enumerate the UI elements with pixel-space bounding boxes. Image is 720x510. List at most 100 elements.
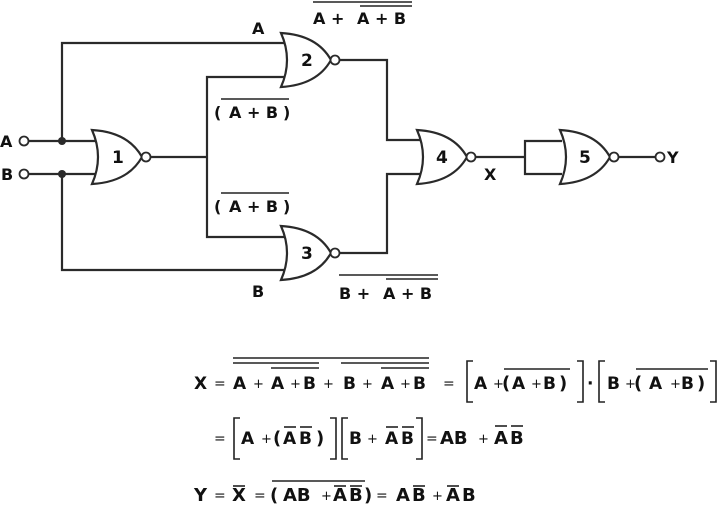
svg-text:B: B [607, 374, 620, 394]
svg-text:(: ( [270, 485, 278, 506]
svg-text:A: A [271, 374, 285, 394]
svg-text:+: + [290, 377, 301, 392]
svg-text:=: = [254, 488, 266, 504]
svg-text:B: B [412, 485, 426, 506]
svg-text:X: X [194, 374, 207, 394]
svg-text:A: A [512, 374, 526, 394]
svg-text:A: A [283, 429, 297, 449]
svg-text:·: · [587, 374, 593, 394]
svg-text:B: B [413, 374, 426, 394]
wire-a-to-gate2 [60, 41, 286, 141]
svg-text:A + B: A + B [229, 197, 278, 216]
nor-gate-3: 3 [279, 224, 341, 282]
svg-text:A: A [649, 374, 663, 394]
gate3-number: 3 [301, 244, 313, 264]
output-terminal-y [654, 151, 666, 163]
nor-gate-1: 1 [90, 128, 152, 186]
svg-text:(: ( [214, 103, 221, 122]
svg-text:A: A [474, 374, 488, 394]
svg-text:B: B [681, 374, 694, 394]
svg-text:+: + [253, 377, 264, 392]
equation-line-1: X = A + A + B + B + A + B = A + ( A + B … [194, 357, 717, 403]
gate2-inversion-bubble [329, 54, 341, 66]
gate4-number: 4 [436, 148, 448, 168]
svg-text:AB: AB [440, 428, 468, 449]
label-nor-ab-upper: ( A + B ) [214, 98, 290, 122]
gate2-input-label-a: A [252, 19, 265, 38]
svg-text:B +: B + [339, 284, 376, 303]
svg-text:=: = [214, 488, 226, 504]
nor-gate-4: 4 [415, 128, 477, 186]
svg-text:A + B: A + B [229, 103, 278, 122]
svg-text:B: B [401, 429, 414, 449]
svg-text:+: + [493, 377, 504, 392]
svg-text:B: B [543, 374, 556, 394]
svg-text:A: A [233, 374, 247, 394]
svg-text:): ) [697, 373, 705, 394]
gate3-input-label-b: B [252, 282, 264, 301]
svg-text:Y: Y [193, 485, 208, 506]
svg-text:+: + [670, 377, 681, 392]
input-terminal-b [18, 168, 30, 180]
gate5-inversion-bubble [608, 151, 620, 163]
svg-text:(: ( [273, 428, 281, 449]
gate5-number: 5 [579, 148, 591, 168]
label-gate3-output: B + A + B [339, 274, 438, 303]
svg-text:+: + [625, 377, 636, 392]
wire-gate2-out [339, 58, 422, 142]
svg-text:): ) [364, 485, 372, 506]
label-nor-ab-lower: ( A + B ) [214, 192, 290, 216]
label-gate2-output: A + A + B [313, 1, 412, 28]
svg-text:+: + [400, 377, 411, 392]
svg-text:+: + [321, 489, 332, 504]
gate1-number: 1 [112, 148, 124, 168]
svg-text:A + B: A + B [383, 284, 432, 303]
svg-text:+: + [367, 432, 378, 447]
svg-text:+: + [261, 432, 272, 447]
nor-gate-2: 2 [279, 31, 341, 89]
svg-text:B: B [510, 428, 524, 449]
svg-text:A: A [333, 485, 347, 506]
svg-text:+: + [362, 377, 373, 392]
svg-text:): ) [316, 428, 324, 449]
wire-b-to-gate3 [60, 174, 286, 272]
svg-text:B: B [349, 429, 362, 449]
svg-text:+: + [478, 432, 489, 447]
svg-text:+: + [323, 377, 334, 392]
svg-text:A +: A + [313, 9, 350, 28]
gate1-inversion-bubble [140, 151, 152, 163]
svg-text:A: A [381, 374, 395, 394]
svg-text:): ) [283, 103, 290, 122]
junction-dot-b [58, 170, 66, 178]
svg-text:X: X [232, 485, 246, 506]
wire-gate3-out [339, 172, 422, 255]
wires [29, 41, 655, 272]
svg-text:=: = [443, 376, 455, 392]
svg-text:A: A [385, 429, 399, 449]
wire-gate5-inputs [523, 139, 562, 176]
gate4-inversion-bubble [465, 151, 477, 163]
svg-text:(: ( [634, 373, 642, 394]
svg-text:=: = [214, 431, 226, 447]
svg-text:): ) [283, 197, 290, 216]
input-label-b: B [1, 165, 13, 184]
svg-text:=: = [426, 431, 438, 447]
input-terminal-a [18, 135, 30, 147]
svg-text:=: = [214, 376, 226, 392]
nor-gate-5: 5 [558, 128, 620, 186]
svg-text:(: ( [502, 373, 510, 394]
junction-dot-a [58, 137, 66, 145]
svg-text:=: = [376, 488, 388, 504]
svg-text:A: A [396, 485, 410, 506]
svg-text:B: B [303, 374, 316, 394]
svg-text:AB: AB [283, 485, 311, 506]
gate3-inversion-bubble [329, 247, 341, 259]
svg-text:B: B [349, 485, 363, 506]
svg-text:(: ( [214, 197, 221, 216]
equation-line-2: = A + ( A B ) B + A B = AB + A B [214, 417, 524, 460]
gate2-number: 2 [301, 51, 313, 71]
equation-line-3: Y = X = ( AB + A B ) = A B + A B [193, 480, 476, 506]
svg-text:): ) [559, 373, 567, 394]
svg-text:A + B: A + B [357, 9, 406, 28]
